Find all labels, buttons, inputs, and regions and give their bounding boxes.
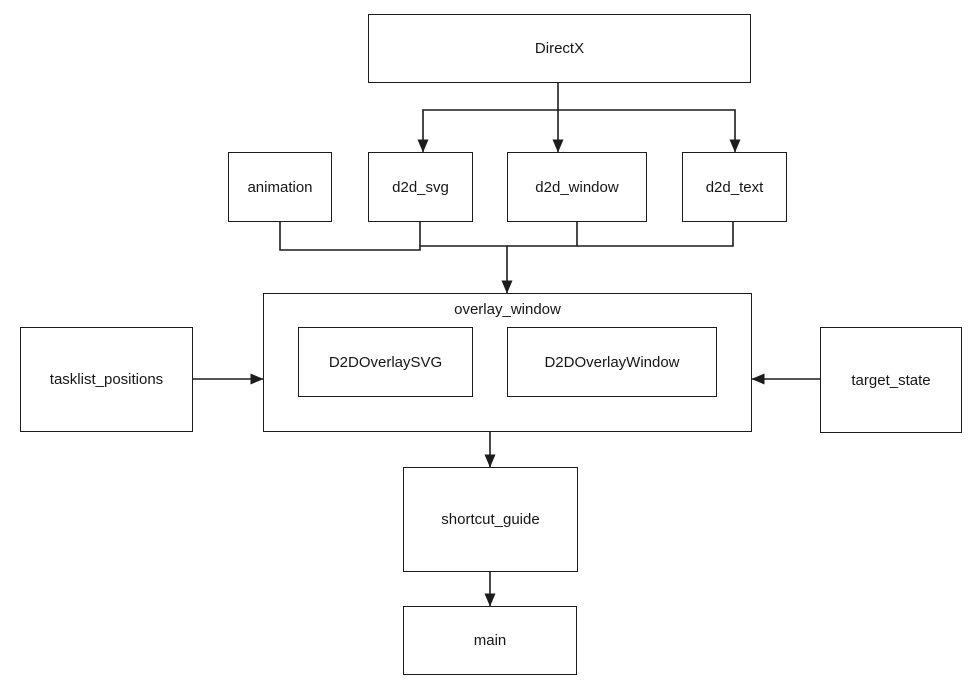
node-animation-label: animation: [247, 178, 313, 196]
node-d2d-svg: d2d_svg: [368, 152, 473, 222]
node-tasklist-positions-label: tasklist_positions: [49, 371, 164, 388]
node-d2d-overlay-svg-label: D2DOverlaySVG: [328, 353, 443, 371]
node-directx: DirectX: [368, 14, 751, 83]
node-animation: animation: [228, 152, 332, 222]
node-d2d-svg-label: d2d_svg: [392, 178, 449, 196]
edge-d2d_text-to-overlay_window: [507, 222, 734, 247]
node-d2d-overlay-window: D2DOverlayWindow: [507, 327, 717, 397]
node-d2d-overlay-window-label: D2DOverlayWindow: [544, 353, 680, 371]
node-d2d-text-label: d2d_text: [705, 178, 764, 196]
node-tasklist-positions: tasklist_positions: [20, 327, 193, 432]
node-target-state-label: target_state: [851, 371, 931, 389]
edge-directx-to-d2d_text: [558, 109, 741, 153]
node-d2d-window: d2d_window: [507, 152, 647, 222]
edge-directx-to-d2d_svg: [417, 109, 558, 153]
node-shortcut-guide-label: shortcut_guide: [441, 511, 540, 528]
node-target-state: target_state: [820, 327, 962, 433]
node-d2d-overlay-svg: D2DOverlaySVG: [298, 327, 473, 397]
node-shortcut-guide: shortcut_guide: [403, 467, 578, 572]
node-main: main: [403, 606, 577, 675]
node-main-label: main: [473, 632, 507, 649]
node-directx-label: DirectX: [534, 40, 585, 57]
edge-animation-to-overlay_window: [279, 222, 513, 294]
group-overlay-window-label: overlay_window: [454, 301, 561, 318]
node-d2d-window-label: d2d_window: [535, 178, 619, 196]
node-d2d-text: d2d_text: [682, 152, 787, 222]
